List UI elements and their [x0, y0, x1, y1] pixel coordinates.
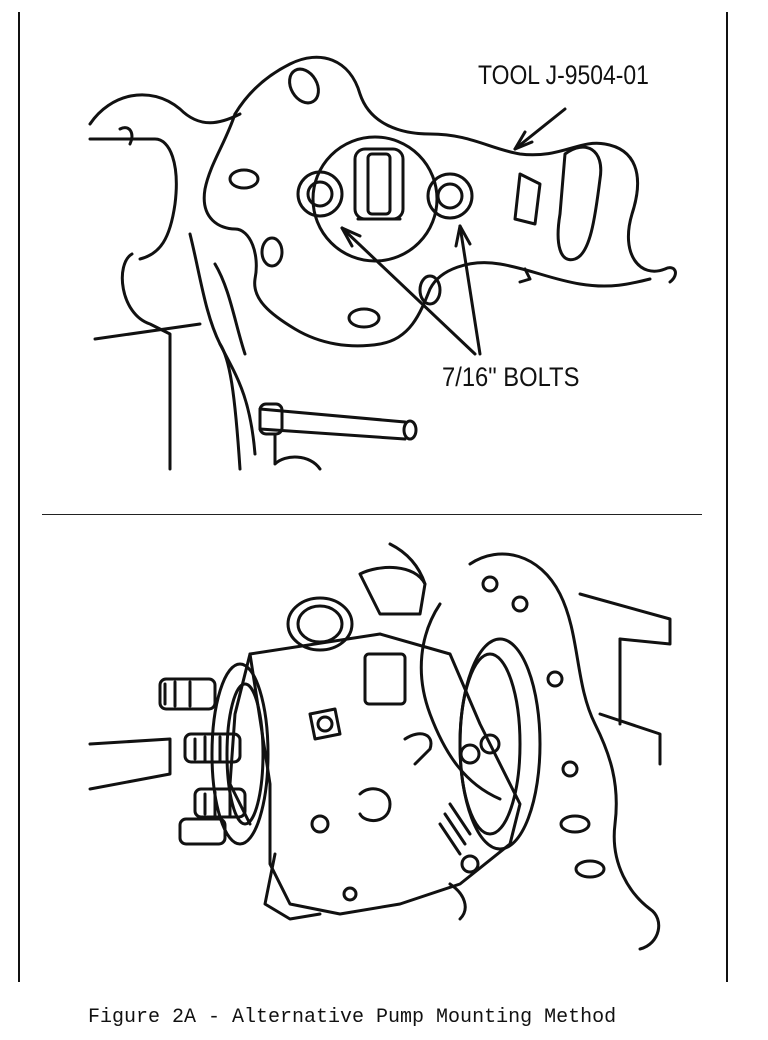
tool-illustration [20, 14, 724, 484]
panel-divider [42, 514, 702, 515]
pump-drawing-icon [88, 542, 672, 951]
pump-illustration [20, 524, 724, 964]
tool-drawing-icon [88, 55, 677, 471]
figure-caption: Figure 2A - Alternative Pump Mounting Me… [88, 1006, 617, 1029]
bolts-callout-label: 7/16" BOLTS [442, 362, 580, 392]
figure-frame [18, 12, 728, 982]
tool-callout-label: TOOL J-9504-01 [478, 60, 649, 90]
